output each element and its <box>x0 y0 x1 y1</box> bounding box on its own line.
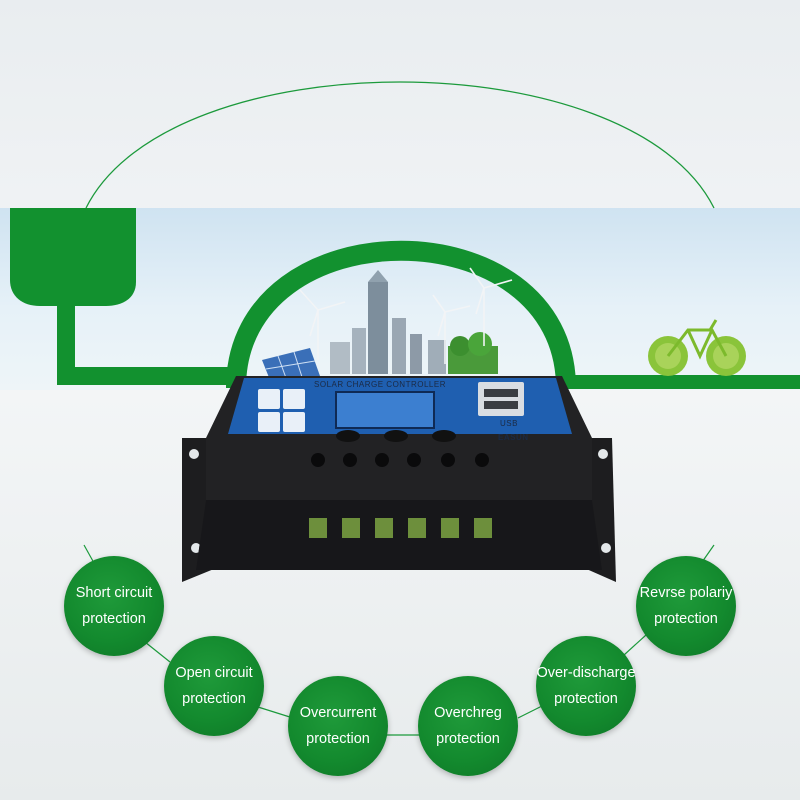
timer-button <box>258 412 280 432</box>
lcd-screen <box>335 391 435 429</box>
feature-reverse-polarity: Revrse polariy protection <box>636 556 736 656</box>
usb-label: USB <box>500 419 518 428</box>
feature-overcurrent: Overcurrent protection <box>288 676 388 776</box>
feature-open-circuit: Open circuit protection <box>164 636 264 736</box>
terminal-blocks <box>309 518 492 538</box>
protect-button <box>283 412 305 432</box>
feature-line1: Overcurrent <box>299 705 377 721</box>
green-arch <box>226 240 576 389</box>
set-button <box>283 389 305 409</box>
city-skyline-icon <box>330 270 498 374</box>
feature-line2: protection <box>436 731 500 747</box>
feature-short-circuit: Short circuit protection <box>64 556 164 656</box>
feature-line1: Revrse polariy <box>639 585 733 601</box>
round-button-3 <box>432 430 456 442</box>
round-button-1 <box>336 430 360 442</box>
menu-button <box>258 389 280 409</box>
solar-panel-icon <box>262 348 320 380</box>
feature-line2: protection <box>554 691 618 707</box>
feature-line2: protection <box>82 611 146 627</box>
feature-line2: protection <box>306 731 370 747</box>
cable <box>57 306 236 385</box>
wind-turbine-icon <box>299 267 513 364</box>
large-arc <box>85 81 715 209</box>
feature-line2: protection <box>654 611 718 627</box>
screw-holes <box>311 453 489 467</box>
feature-line1: Short circuit <box>75 585 153 601</box>
usb-port <box>478 382 524 416</box>
feature-line1: Overchreg <box>434 705 502 721</box>
feature-over-discharge: Over-discharge protection <box>536 636 636 736</box>
plug-icon <box>10 208 136 306</box>
feature-overcharge: Overchreg protection <box>418 676 518 776</box>
charge-controller: SOLAR CHARGE CONTROLLER USB EASUN <box>182 376 616 582</box>
panel-header: SOLAR CHARGE CONTROLLER <box>314 380 446 389</box>
round-button-2 <box>384 430 408 442</box>
feature-line1: Open circuit <box>175 665 253 681</box>
brand-logo: EASUN <box>498 433 529 442</box>
feature-line2: protection <box>182 691 246 707</box>
bicycle-icon <box>648 319 746 376</box>
feature-line1: Over-discharge <box>536 665 636 681</box>
